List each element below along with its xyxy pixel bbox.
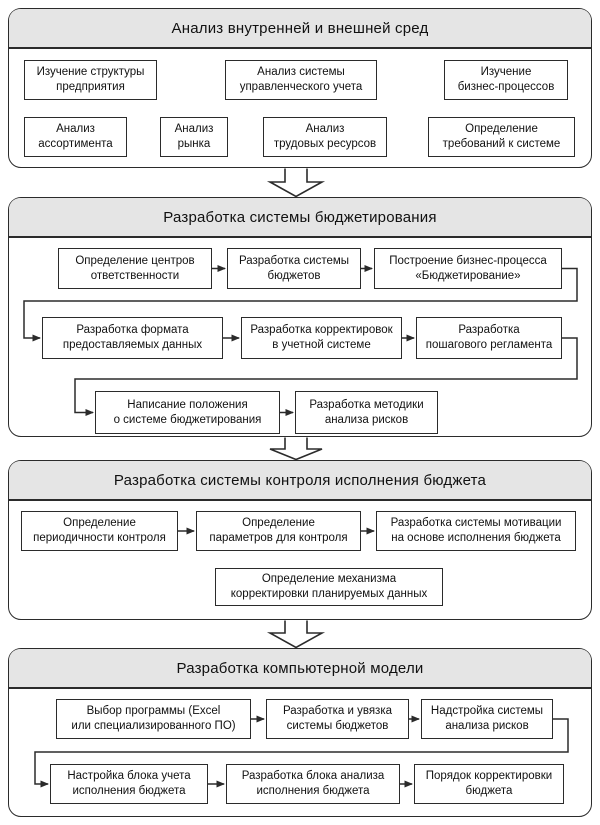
flow-box: Порядок корректировки бюджета bbox=[414, 764, 564, 804]
flow-box: Написание положения о системе бюджетиров… bbox=[95, 391, 280, 434]
flow-box: Определение требований к системе bbox=[428, 117, 575, 157]
flow-box: Разработка методики анализа рисков bbox=[295, 391, 438, 434]
flow-box: Анализ рынка bbox=[160, 117, 228, 157]
flow-box: Определение центров ответственности bbox=[58, 248, 212, 289]
flow-box: Анализ системы управленческого учета bbox=[225, 60, 377, 100]
flow-box: Анализ ассортимента bbox=[24, 117, 127, 157]
flow-box: Выбор программы (Excel или специализиров… bbox=[56, 699, 251, 739]
stage-down-arrow-icon bbox=[269, 437, 323, 461]
section-title-text: Разработка компьютерной модели bbox=[176, 659, 424, 677]
flow-box: Надстройка системы анализа рисков bbox=[421, 699, 553, 739]
flow-box: Разработка системы мотивации на основе и… bbox=[376, 511, 576, 551]
flow-box: Разработка пошагового регламента bbox=[416, 317, 562, 359]
flow-box: Разработка формата предоставляемых данны… bbox=[42, 317, 223, 359]
flow-box: Определение периодичности контроля bbox=[21, 511, 178, 551]
section-title: Разработка компьютерной модели bbox=[9, 649, 591, 689]
stage-down-arrow-icon bbox=[266, 620, 326, 649]
flow-box: Разработка блока анализа исполнения бюдж… bbox=[226, 764, 400, 804]
section-title: Разработка системы контроля исполнения б… bbox=[9, 461, 591, 501]
flow-box: Изучение структуры предприятия bbox=[24, 60, 157, 100]
flow-box: Изучение бизнес-процессов bbox=[444, 60, 568, 100]
flow-box: Разработка системы бюджетов bbox=[227, 248, 361, 289]
flow-box: Разработка и увязка системы бюджетов bbox=[266, 699, 409, 739]
flow-box: Разработка корректировок в учетной систе… bbox=[241, 317, 402, 359]
section-title: Анализ внутренней и внешней сред bbox=[9, 9, 591, 49]
section-title-text: Анализ внутренней и внешней сред bbox=[171, 19, 429, 37]
stage-down-arrow-icon bbox=[266, 168, 326, 198]
flow-box: Настройка блока учета исполнения бюджета bbox=[50, 764, 208, 804]
flow-box: Анализ трудовых ресурсов bbox=[263, 117, 387, 157]
section-title: Разработка системы бюджетирования bbox=[9, 198, 591, 238]
flow-box: Определение механизма корректировки план… bbox=[215, 568, 443, 606]
flow-box: Определение параметров для контроля bbox=[196, 511, 361, 551]
section-title-text: Разработка системы бюджетирования bbox=[163, 208, 437, 226]
section-title-text: Разработка системы контроля исполнения б… bbox=[113, 471, 487, 489]
flow-box: Построение бизнес-процесса «Бюджетирован… bbox=[374, 248, 562, 289]
